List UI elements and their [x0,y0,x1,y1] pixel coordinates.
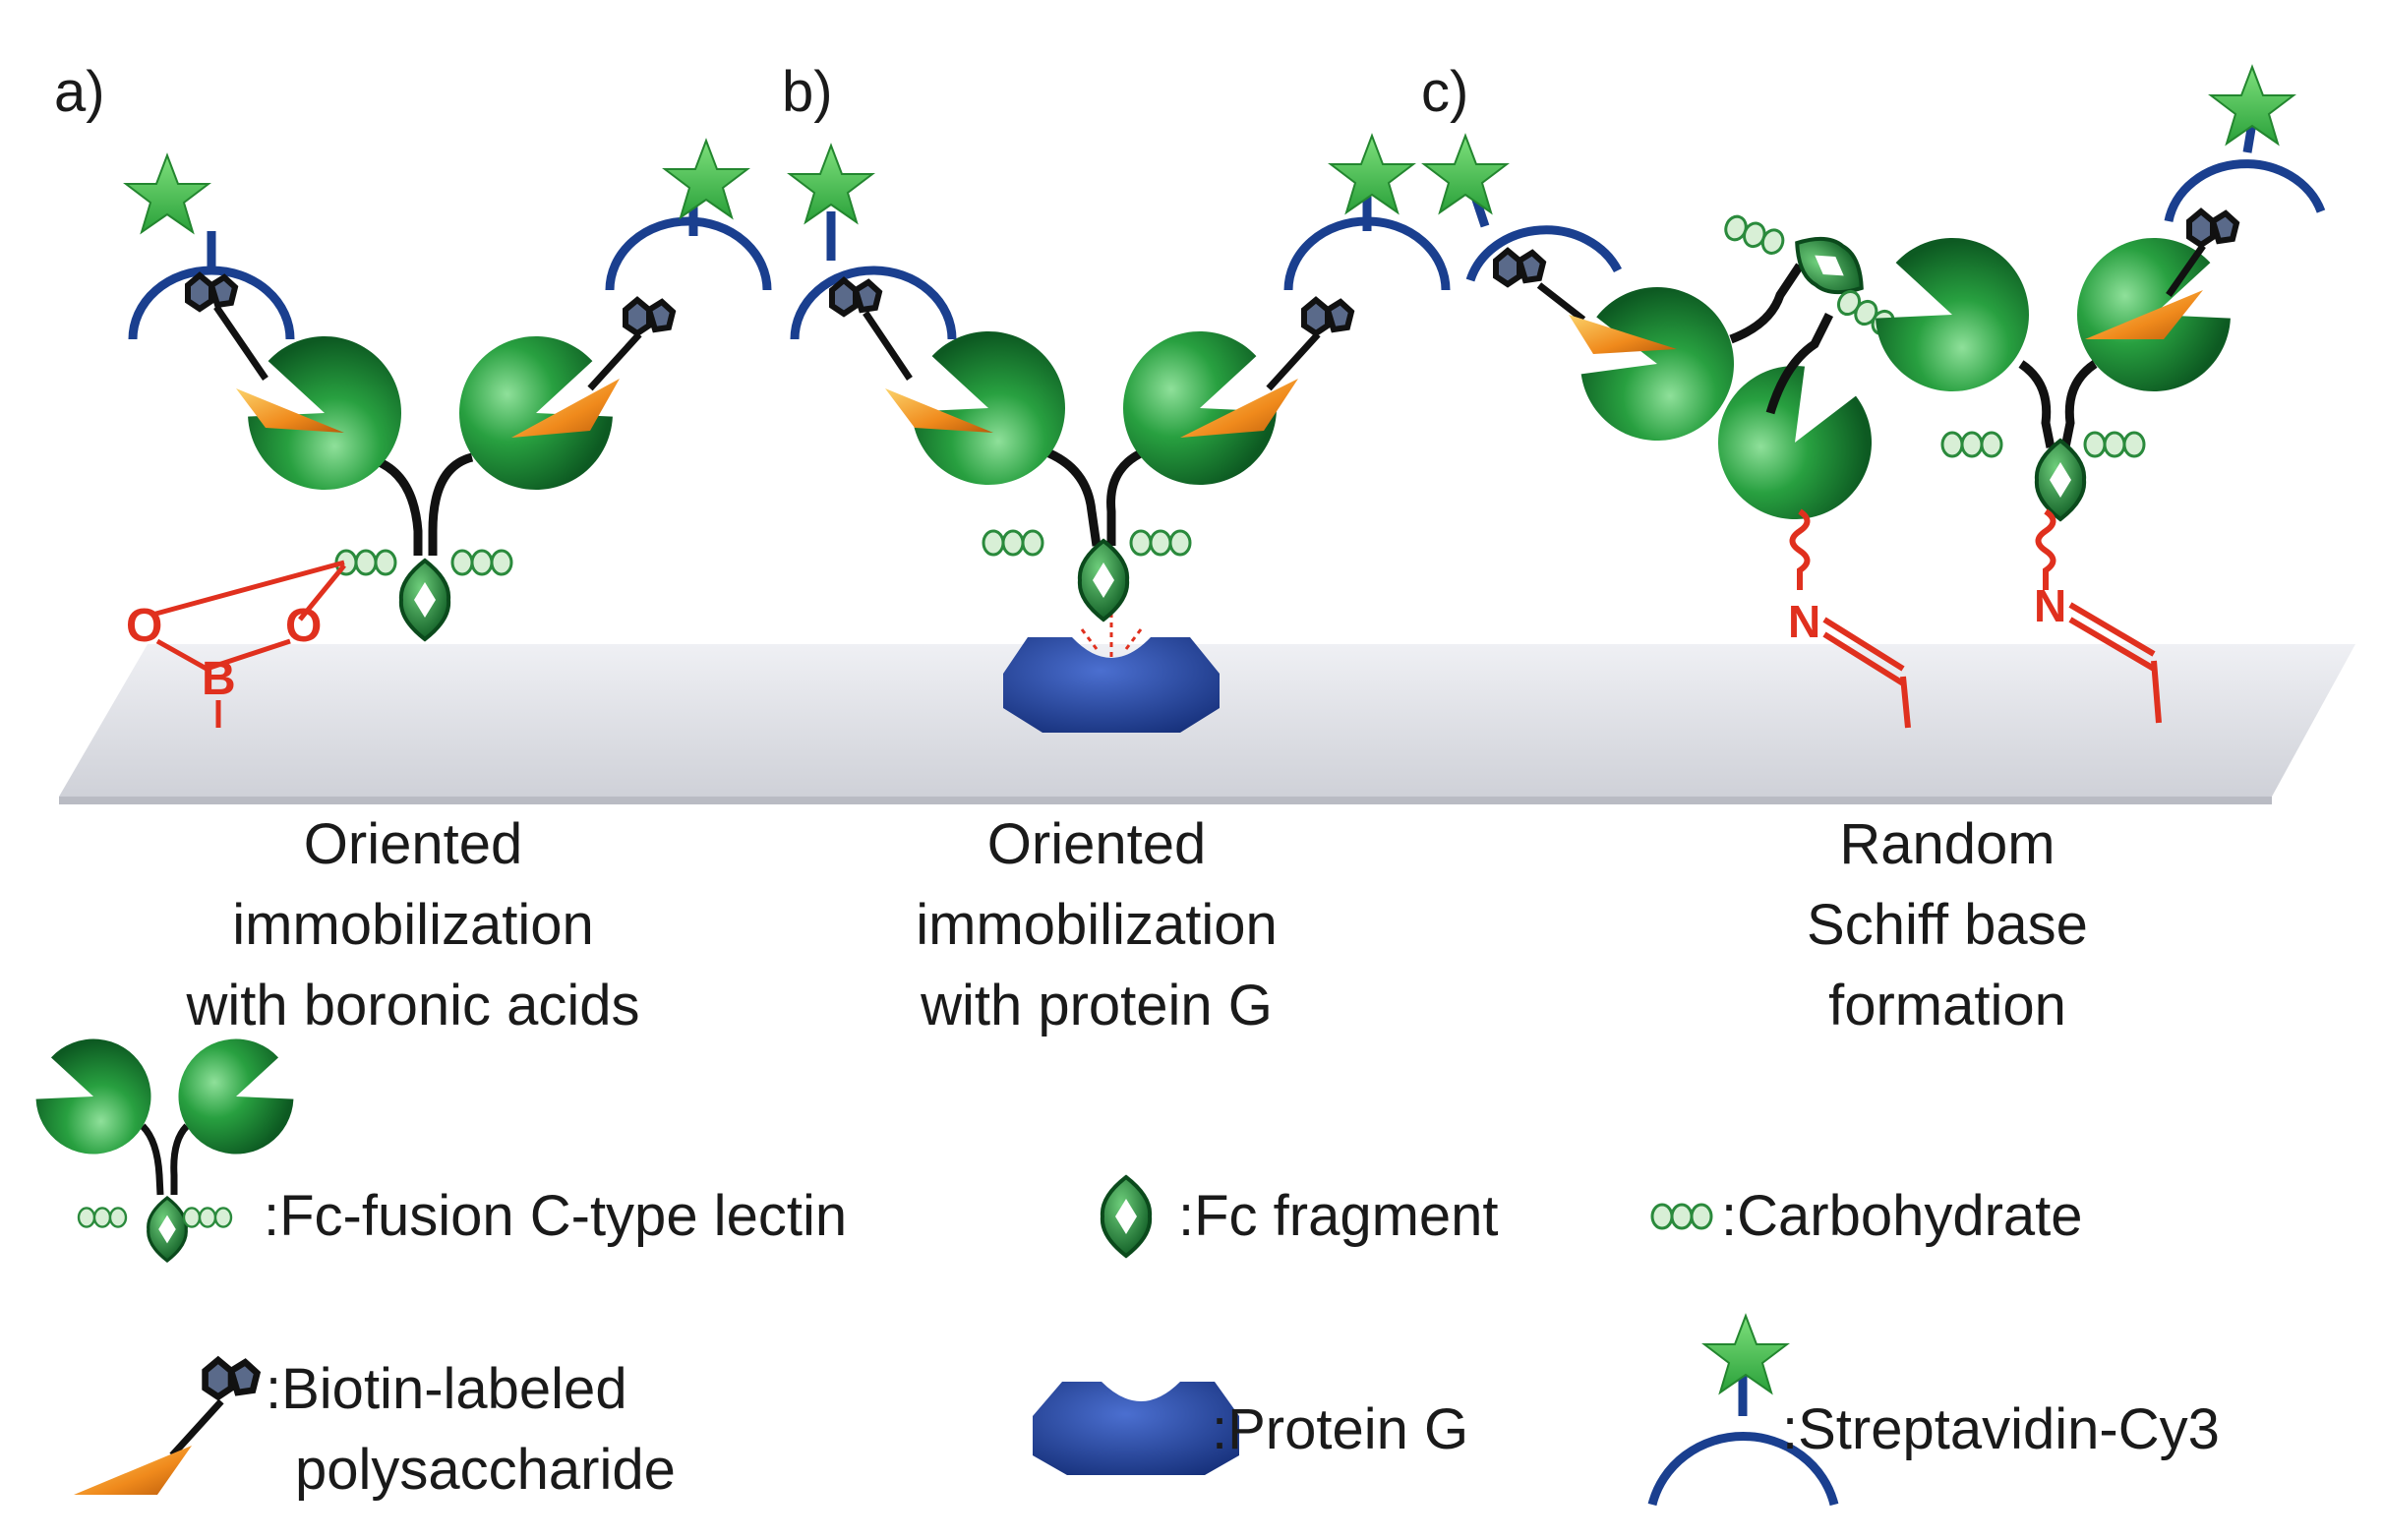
boron-label: B [202,653,236,705]
fc-fragment [398,559,451,641]
star-left [125,154,209,233]
biotin-left [188,275,235,309]
lectin-hinge [2018,360,2098,448]
caption-a-line-3: with boronic acids [186,974,640,1037]
legend-label-biotin: :Biotin-labeled polysaccharide [266,1349,676,1510]
carbohydrate-left [982,529,1044,557]
panel-label-c: c) [1421,60,1469,124]
streptavidin-right [2164,159,2326,222]
legend-icon-fc-fusion [24,1024,306,1263]
polysaccharide-right [1180,379,1298,438]
caption-panel-a: Oriented immobilization with boronic aci… [108,804,718,1046]
lectin-hinge [1729,263,1834,415]
legend-biotin-line-1: :Biotin-labeled [266,1357,627,1421]
slide-surface [59,644,2355,797]
panel-a-assembly: O O B [125,140,772,728]
boronate-ring [155,638,291,672]
biotin-left [1496,251,1543,284]
legend-icon-carbohydrate [1650,1203,1713,1230]
legend-label-streptavidin: :Streptavidin-Cy3 [1782,1397,2220,1461]
biotin-right [2189,211,2236,245]
biotin-right [1304,300,1351,333]
boronate-bond [151,560,346,622]
imine-bond-2 [2068,602,2162,724]
biotin-left [832,280,879,314]
linker-wavy-1 [1789,508,1811,590]
polysaccharide-left [236,388,344,433]
lectin-head-right [438,317,629,511]
caption-a-line-2: immobilization [232,893,594,957]
carbohydrate-left [334,549,397,576]
linker-wavy-2 [2035,508,2056,590]
star-right [664,140,748,218]
star-left [789,145,873,223]
legend-label-carbohydrate: :Carbohydrate [1721,1184,2083,1248]
legend-icon-protein-g [1033,1382,1239,1475]
lectin-hinge [362,452,474,556]
biotin-right [626,300,673,333]
caption-c-line-2: Schiff base [1807,893,2088,957]
caption-a-line-1: Oriented [303,812,523,876]
carbohydrate-right [2083,431,2146,458]
slide-edge [59,797,2272,804]
legend-icon-streptavidin [1647,1315,1839,1507]
carbohydrate-left [1940,431,2003,458]
fc-fragment [1077,539,1130,622]
legend-icon-biotin [74,1360,257,1495]
caption-panel-c: Random Schiff base formation [1652,804,2242,1046]
carbohydrate-upper [1720,211,1788,258]
caption-c-line-1: Random [1839,812,2055,876]
protein-g-surface [1003,637,1220,733]
legend-label-fc-fusion: :Fc-fusion C-type lectin [264,1184,848,1248]
polysaccharide-right [511,379,620,438]
streptavidin-right [605,216,772,291]
carbohydrate-right [1129,529,1192,557]
panel-label-a: a) [54,60,105,124]
legend-label-fc-fragment: :Fc fragment [1178,1184,1499,1248]
star-left [1423,135,1508,213]
polysaccharide-left [885,388,993,433]
caption-b-line-3: with protein G [921,974,1273,1037]
caption-b-line-1: Oriented [986,812,1207,876]
caption-panel-b: Oriented immobilization with protein G [806,804,1387,1046]
legend-label-protein-g: :Protein G [1212,1397,1469,1461]
streptavidin-left [790,266,957,340]
panel-label-b: b) [782,60,833,124]
imine-bond-1 [1822,617,1911,729]
streptavidin-right [1283,216,1451,291]
oxygen-label-2: O [285,600,322,652]
polysaccharide-left [1569,315,1677,354]
star-right [1330,135,1414,213]
polysaccharide-right [2085,290,2203,339]
fc-fragment [2034,439,2087,521]
carbohydrate-right [450,549,513,576]
caption-c-line-3: formation [1828,974,2066,1037]
panel-b-assembly [789,135,1451,733]
legend-icon-fc-fragment [1100,1175,1153,1258]
oxygen-label-1: O [126,600,162,652]
nitrogen-label-2: N [2034,580,2066,631]
nitrogen-label-1: N [1788,596,1820,647]
streptavidin-left [128,266,295,340]
panel-c-assembly: N N [1423,66,2326,729]
caption-b-line-2: immobilization [916,893,1278,957]
streptavidin-left [1465,225,1622,282]
legend-biotin-line-2: polysaccharide [295,1438,676,1502]
